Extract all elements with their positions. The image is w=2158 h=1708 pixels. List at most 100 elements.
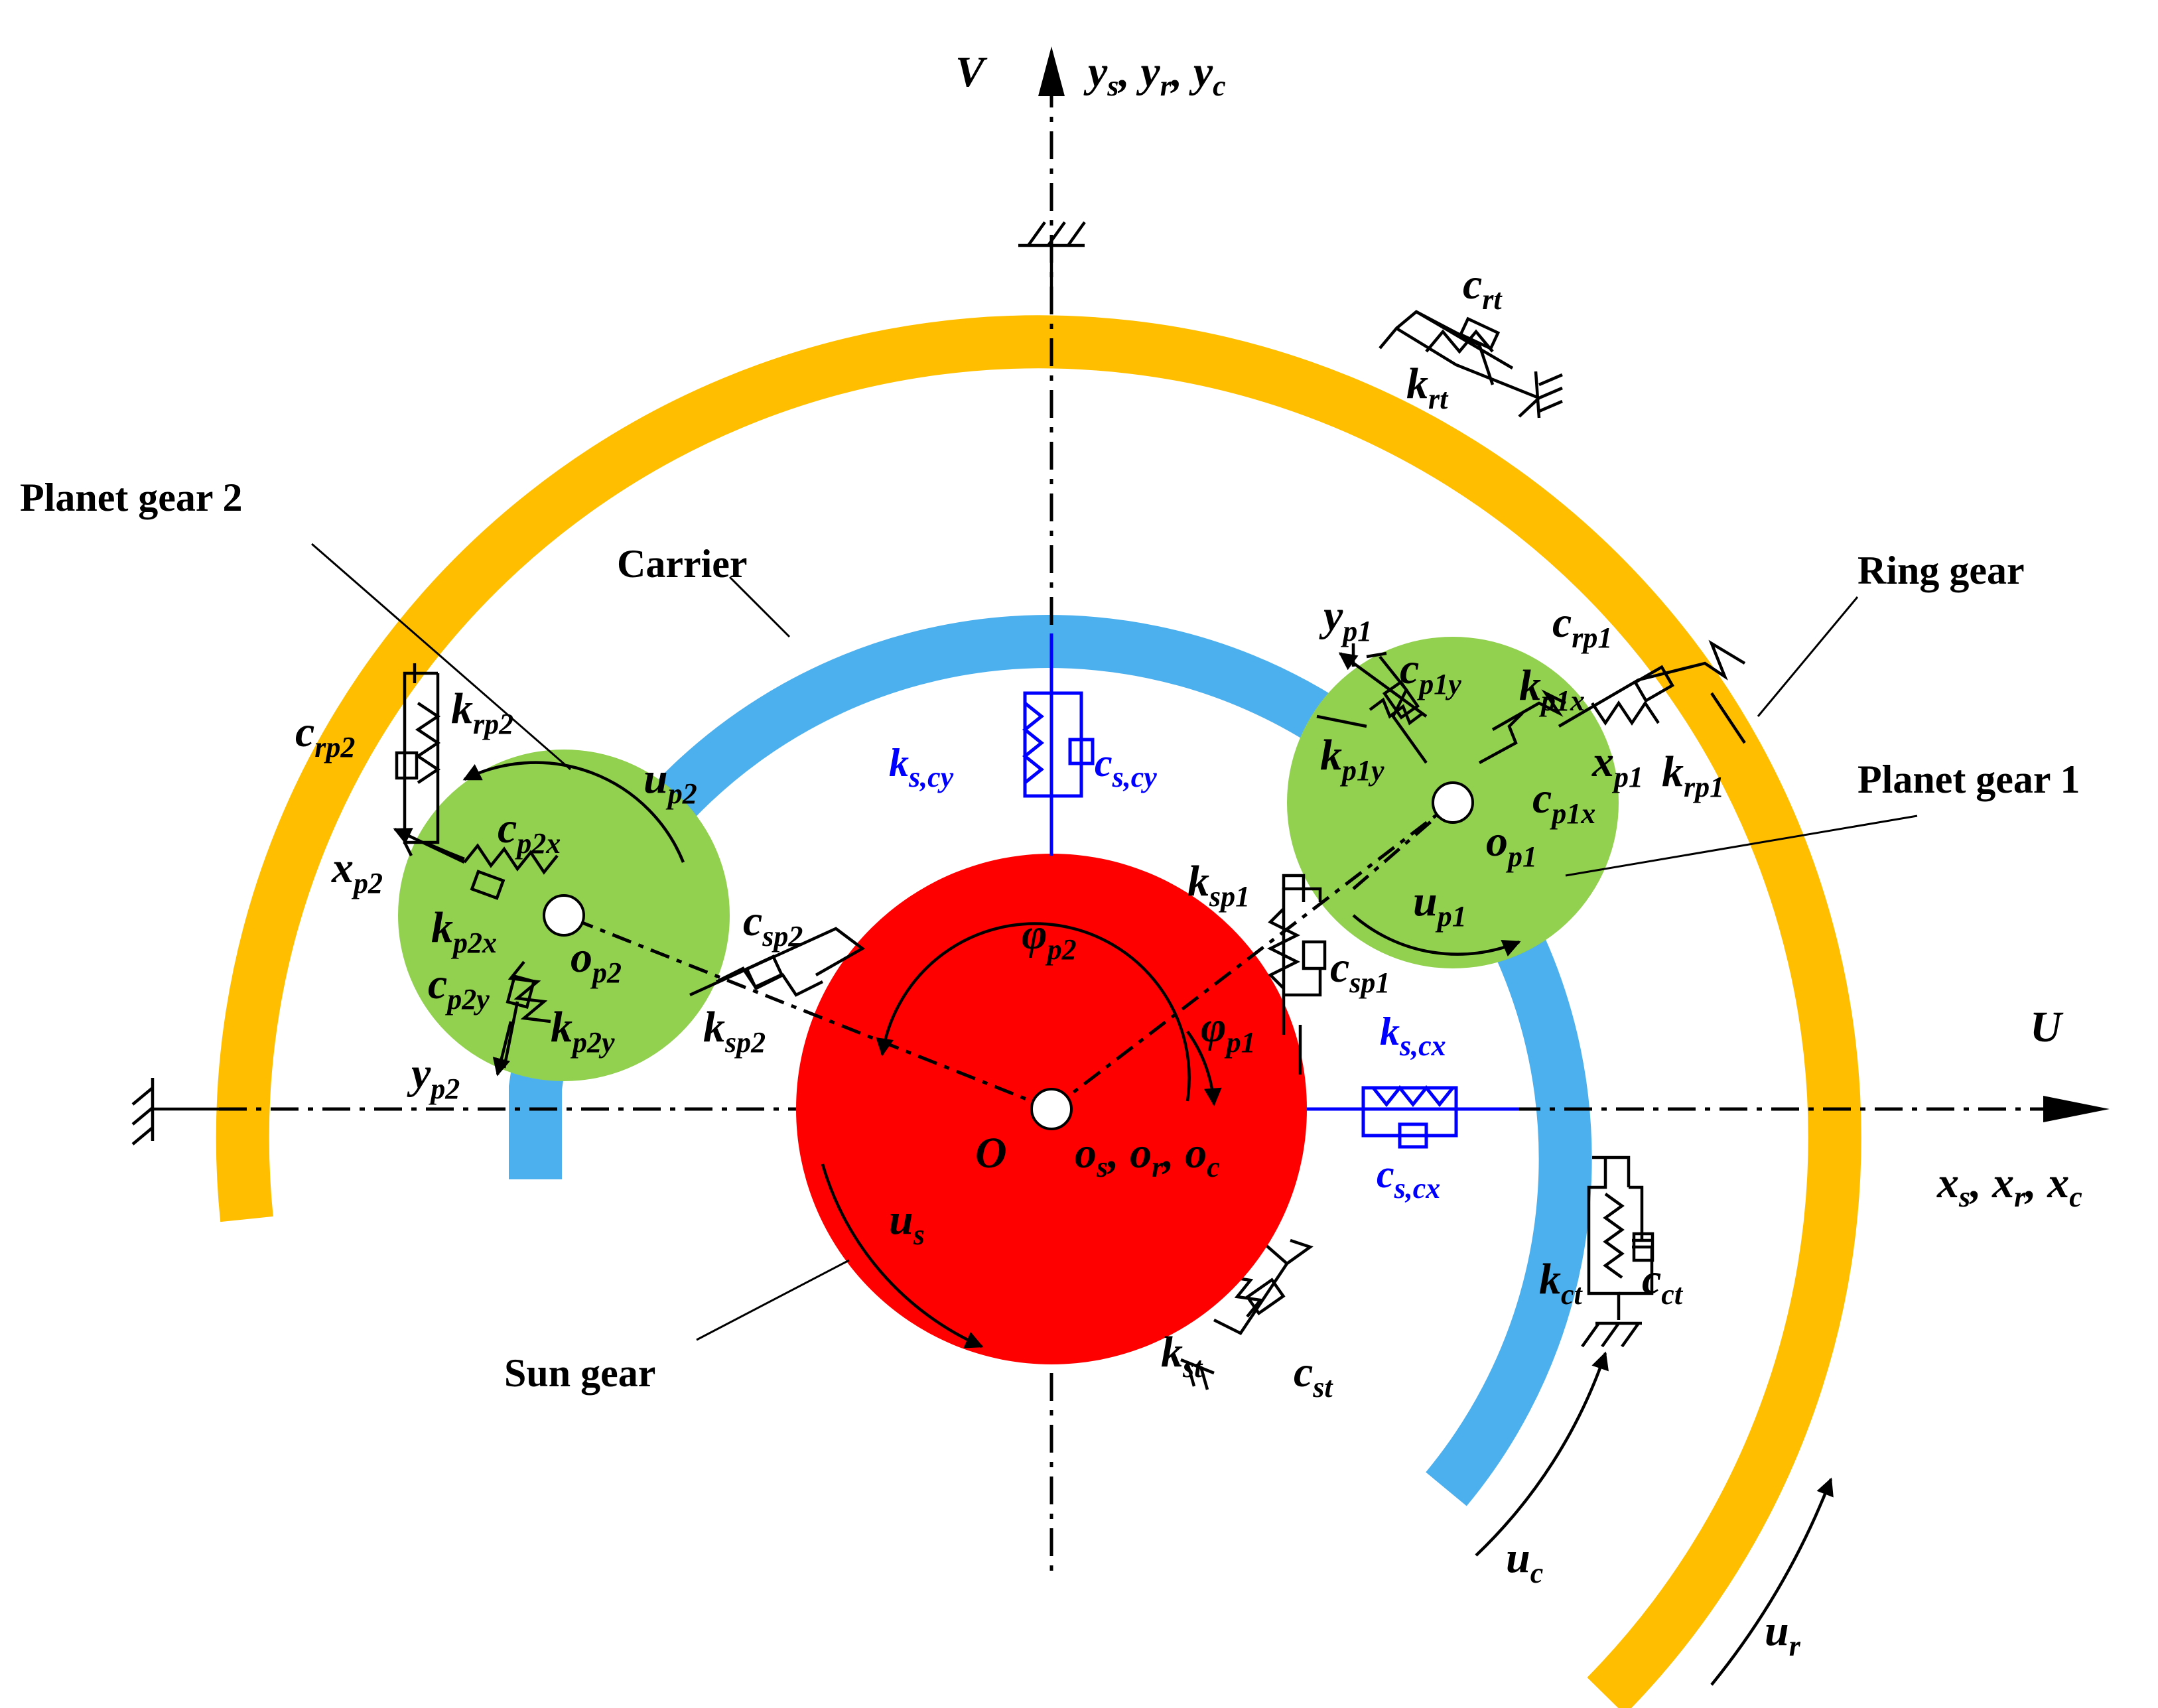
u-axis-label: U [2030,1003,2064,1051]
symbol-k-p1x-subscript: p1x [1538,685,1585,717]
symbol-k-p2x-subscript: p2x [450,927,497,959]
y-axis-label-part-6: y [1189,48,1213,96]
symbol-u-c: uc [1506,1534,1543,1589]
symbol-k-p2x: kp2x [431,903,497,959]
y-axis-label: ys, yr, yc [1083,48,1226,102]
symbol-k-rp2-subscript: rp2 [473,708,513,740]
symbol-c-s-cx: cs,cx [1377,1152,1440,1205]
symbol-u-p1: up1 [1413,877,1467,933]
symbol-x-p1: xp1 [1591,738,1643,793]
symbol-c-ct-subscript: ct [1661,1278,1684,1311]
symbol-u-p2-main: u [643,754,668,803]
symbol-k-sp2-main: k [703,1003,725,1051]
symbol-c-rt: crt [1463,260,1503,316]
x-axis-label-part-2: , [1969,1159,1992,1207]
sun-planet1-mesh-spring [1266,874,1327,1075]
symbol-y-p1-main: y [1319,592,1343,640]
planet1-springs [1316,639,1746,764]
symbol-u-p2: up2 [643,754,697,810]
origin-coords-label-part-5: , [1162,1129,1185,1177]
symbol-c-s-cy-main: c [1095,741,1113,785]
symbol-c-s-cy: cs,cy [1095,741,1157,793]
symbol-c-s-cx-subscript: s,cx [1394,1172,1441,1205]
y-p1-arrow [1338,652,1428,718]
symbol-c-p1y-main: c [1400,645,1419,693]
symbol-u-s-subscript: s [913,1218,925,1251]
symbol-k-p1x: kp1x [1519,661,1585,717]
symbol-k-sp1-subscript: sp1 [1209,880,1250,913]
symbol-c-s-cx-main: c [1377,1152,1394,1196]
symbol-y-p1-subscript: p1 [1340,615,1372,647]
x-axis-label-part-5: , [2024,1159,2047,1207]
symbol-o-p2-main: o [571,933,592,982]
carrier-label: Carrier [617,542,748,586]
symbol-c-p2x: cp2x [498,804,561,860]
symbol-c-sp1-subscript: sp1 [1349,966,1390,999]
symbol-c-ct: cct [1642,1255,1684,1311]
symbol-phi-p2: φp2 [1022,910,1077,966]
left-ground-hatch [131,1078,245,1146]
carrier-horizontal-support [1307,1084,1519,1149]
v-axis-arrowhead [1038,46,1065,96]
x-axis-label-part-4: r [2014,1181,2026,1213]
origin-coords-label-part-4: r [1152,1151,1164,1183]
symbol-c-rt-subscript: rt [1482,283,1503,316]
symbol-c-p1y-subscript: p1y [1416,668,1461,700]
origin-coords-label-part-3: o [1130,1129,1152,1177]
symbol-k-rt: krt [1406,360,1449,415]
symbol-u-c-main: u [1506,1534,1530,1582]
symbol-c-rp1: crp1 [1552,598,1612,654]
symbol-y-p2-subscript: p2 [428,1073,460,1105]
phi-p2-arc [876,922,1191,1102]
symbol-c-p2y-subscript: p2y [444,983,490,1016]
carrier-torsional-support [1581,1155,1654,1348]
symbol-u-c-subscript: c [1530,1557,1544,1589]
symbol-k-st-subscript: st [1182,1351,1203,1384]
symbol-k-p2y: kp2y [551,1003,615,1059]
planet2-springs [395,663,866,1069]
symbol-k-sp2: ksp2 [703,1003,766,1059]
y-axis-label-part-5: , [1170,48,1193,96]
planet-gear-2-leader [311,543,571,771]
x-axis-label-part-6: x [2047,1159,2069,1207]
origin-coords-label-part-6: o [1185,1129,1207,1177]
x-axis-label-part-7: c [2069,1181,2082,1213]
ring-gear-label: Ring gear [1857,549,2025,592]
planet1-center-hole [1432,781,1474,824]
x-axis-label: xs, xr, xc [1936,1159,2082,1213]
symbol-c-st-main: c [1294,1348,1313,1396]
origin-coords-label: os, or, oc [1075,1129,1220,1183]
symbol-k-rp1-main: k [1662,748,1684,796]
origin-coords-label-part-0: o [1075,1129,1097,1177]
symbol-k-ct-subscript: ct [1561,1278,1584,1311]
symbol-c-p1x: cp1x [1532,774,1595,830]
symbol-k-st-main: k [1161,1328,1183,1376]
symbol-k-s-cx: ks,cx [1380,1010,1446,1062]
u-p1-arrow [1352,914,1521,956]
symbol-o-p1-main: o [1486,817,1508,866]
sun-gear-label: Sun gear [504,1351,655,1395]
y-axis-label-part-7: c [1213,70,1226,102]
planet-gear-2-label: Planet gear 2 [20,476,242,519]
v-axis-label: V [955,48,988,96]
symbol-k-sp2-subscript: sp2 [724,1026,766,1059]
origin-label: O [975,1129,1007,1177]
y-axis-label-part-1: s [1107,70,1118,102]
u-axis-arrowhead [2043,1096,2110,1122]
symbol-k-st: kst [1161,1328,1203,1384]
symbol-k-p1y-main: k [1320,731,1342,779]
symbol-c-rp2-main: c [295,708,314,756]
sun-center-hole [1030,1088,1073,1130]
symbol-k-rt-subscript: rt [1428,383,1449,415]
symbol-u-r-main: u [1765,1607,1789,1655]
symbol-c-sp1-main: c [1330,943,1349,992]
symbol-k-ct-main: k [1539,1255,1561,1303]
symbol-y-p1: yp1 [1319,592,1372,647]
symbol-k-p1x-main: k [1519,661,1541,710]
symbol-k-s-cy-subscript: s,cy [908,761,954,793]
symbol-u-s: us [889,1195,925,1251]
symbol-u-s-main: u [889,1195,913,1244]
u-c-arrow [1475,1351,1609,1557]
